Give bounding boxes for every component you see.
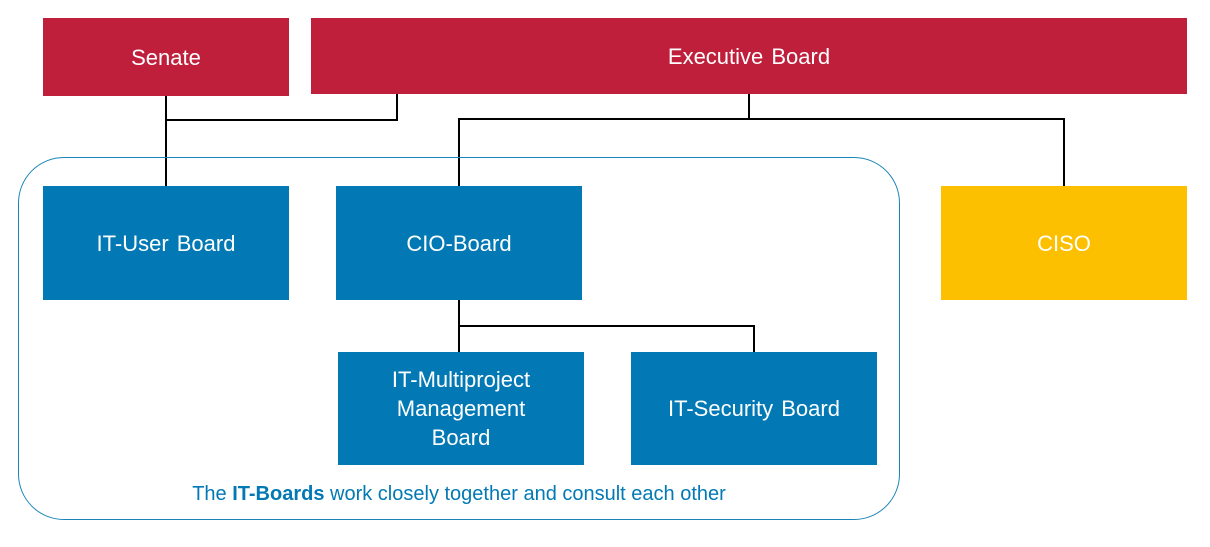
ciso-box: CISO xyxy=(941,186,1187,300)
caption-emphasis: IT-Boards xyxy=(232,483,325,505)
caption-suffix: work closely together and consult each o… xyxy=(324,483,726,505)
caption-prefix: The xyxy=(192,483,233,505)
it-security-board-label: IT-Security Board xyxy=(668,396,840,421)
cio-board-label: CIO-Board xyxy=(406,230,512,256)
executive-board-label: Executive Board xyxy=(667,43,831,69)
it-multiproject-management-board-label: IT-Multiproject Management Board xyxy=(391,367,531,450)
it-user-board-label: IT-User Board xyxy=(96,230,236,256)
it-multiproject-management-board-box: IT-Multiproject Management Board xyxy=(338,352,584,465)
it-user-board-box: IT-User Board xyxy=(43,186,289,300)
it-boards-caption: The IT-Boards work closely together and … xyxy=(18,480,900,508)
it-security-board-box: IT-Security Board xyxy=(631,352,877,465)
connector-exec-ituser xyxy=(166,94,398,121)
senate-label: Senate xyxy=(131,44,201,70)
ciso-label: CISO xyxy=(1037,230,1091,256)
it-boards-group-frame xyxy=(18,157,900,520)
executive-board-box: Executive Board xyxy=(311,18,1187,94)
senate-box: Senate xyxy=(43,18,289,96)
cio-board-box: CIO-Board xyxy=(336,186,582,300)
